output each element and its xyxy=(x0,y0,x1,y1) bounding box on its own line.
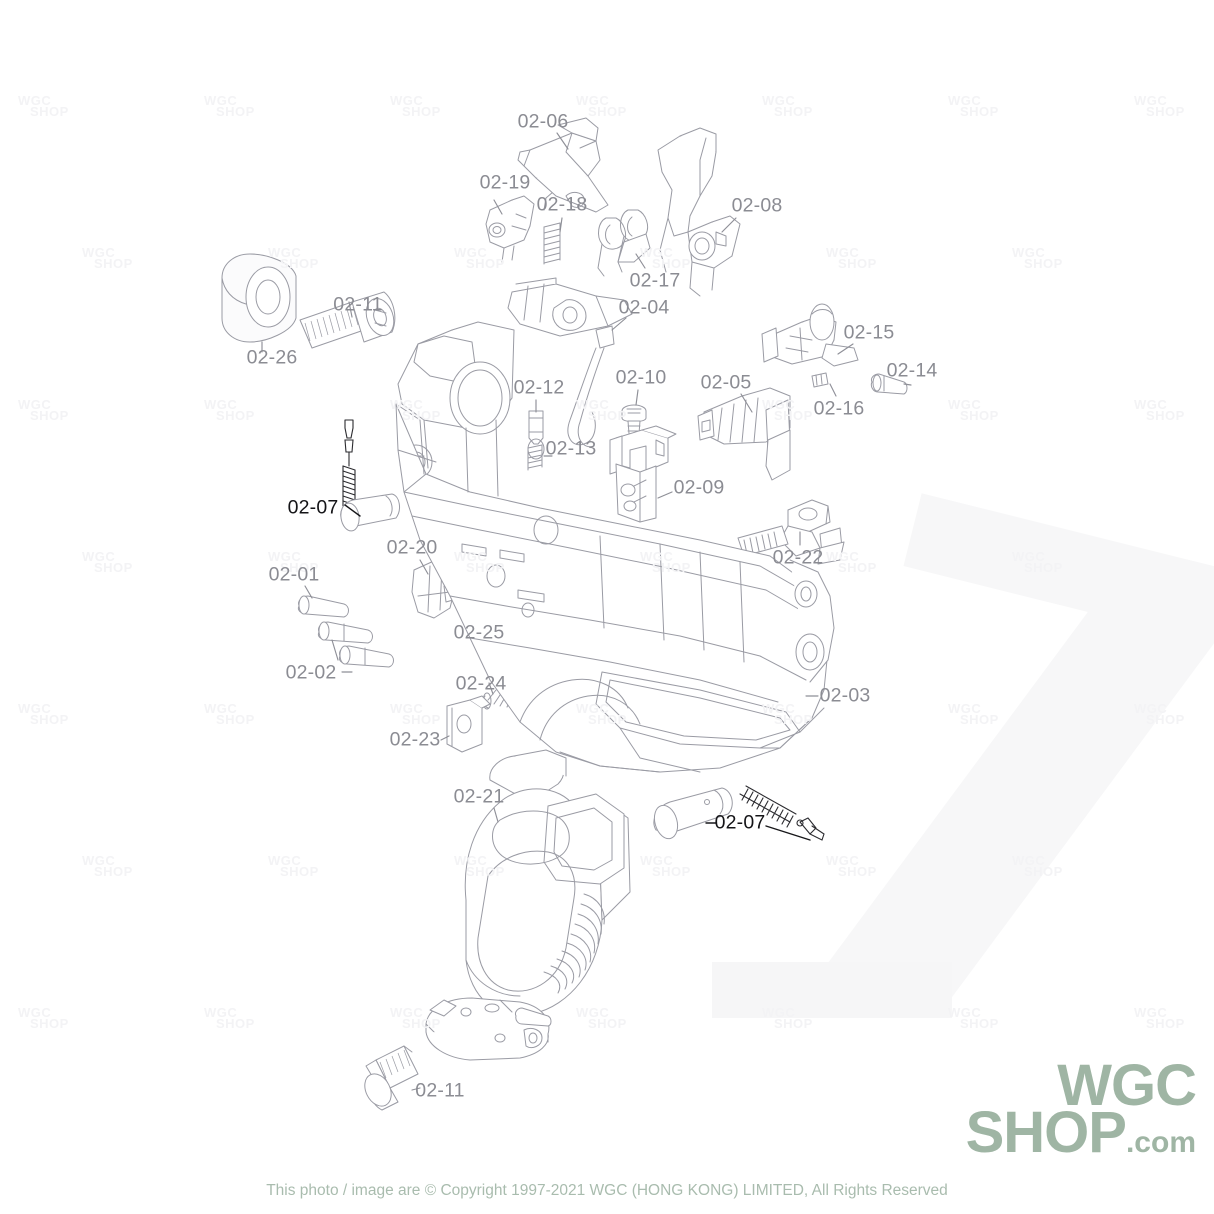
part-02-03 xyxy=(396,322,834,772)
leader-02-11-top xyxy=(349,302,352,317)
part-02-21 xyxy=(426,750,630,1060)
leader-02-23 xyxy=(441,736,449,740)
part-02-02 xyxy=(318,622,393,667)
leader-02-15 xyxy=(838,344,853,354)
part-02-05 xyxy=(698,388,790,480)
part-02-09 xyxy=(610,426,676,522)
part-02-16 xyxy=(812,373,828,387)
leader-02-10 xyxy=(636,390,638,405)
part-02-08 xyxy=(658,128,740,296)
part-02-04 xyxy=(508,278,632,447)
part-02-07-right xyxy=(651,786,824,841)
part-02-12 xyxy=(529,411,543,444)
leader-02-07-right-r xyxy=(766,826,810,840)
leader-02-09 xyxy=(658,492,672,498)
part-02-11-bottom xyxy=(360,1046,418,1111)
leader-02-17 xyxy=(636,254,645,268)
leader-02-18 xyxy=(560,218,562,232)
leader-02-07-left xyxy=(345,505,360,516)
leader-02-06 xyxy=(557,133,568,149)
part-02-17 xyxy=(598,210,650,276)
logo-suffix: .com xyxy=(1125,1125,1196,1159)
leader-02-19 xyxy=(494,200,502,214)
leader-02-21 xyxy=(494,808,498,822)
part-02-14 xyxy=(871,374,907,394)
logo-line-2: SHOP.com xyxy=(966,1103,1196,1161)
part-02-26 xyxy=(222,254,296,342)
leader-02-24 xyxy=(489,683,493,694)
leader-02-16 xyxy=(830,384,836,396)
part-02-15 xyxy=(762,304,858,366)
leader-02-05 xyxy=(741,394,752,412)
leader-02-02 xyxy=(332,640,338,660)
leader-02-04 xyxy=(612,318,626,330)
part-02-11-top xyxy=(300,292,398,348)
logo-line-2-text: SHOP xyxy=(965,1099,1127,1165)
leader-02-01 xyxy=(305,586,312,598)
leader-02-11-bottom xyxy=(412,1088,420,1090)
logo-line-1: WGC xyxy=(1057,1053,1197,1119)
leader-02-20 xyxy=(420,560,428,574)
part-02-19 xyxy=(486,196,534,262)
leader-02-14 xyxy=(904,384,911,385)
part-02-18 xyxy=(544,223,560,264)
leader-02-08 xyxy=(722,218,736,232)
part-02-01 xyxy=(298,596,348,617)
part-02-07-left xyxy=(339,420,399,532)
wgcshop-logo: WGC SHOP.com xyxy=(966,1053,1197,1161)
part-02-06 xyxy=(518,118,608,212)
part-02-23 xyxy=(447,696,490,752)
copyright-footer: This photo / image are © Copyright 1997-… xyxy=(266,1182,948,1199)
